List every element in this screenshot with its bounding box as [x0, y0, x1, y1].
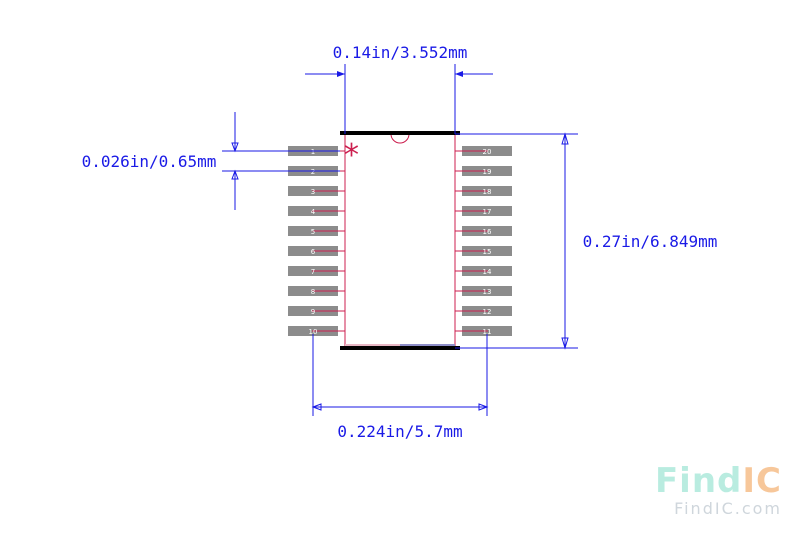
left-pin-number: 5	[311, 228, 315, 236]
logo-part-ic: IC	[742, 461, 782, 501]
left-pin-number: 8	[311, 288, 315, 296]
left-pin-number: 9	[311, 308, 315, 316]
dim-pitch	[222, 112, 340, 210]
pin1-marker: *	[344, 138, 359, 173]
right-pin-number: 17	[483, 208, 492, 216]
dim-body-width	[305, 64, 493, 134]
right-pin-number: 15	[483, 248, 492, 256]
left-pin-number: 6	[311, 248, 316, 256]
findic-url: FindIC.com	[674, 499, 782, 518]
pin1-notch	[390, 133, 410, 144]
body-bottom-tint-2	[400, 344, 455, 346]
dim-pitch-label: 0.026in/0.65mm	[82, 152, 217, 171]
dim-body-length	[455, 132, 578, 350]
body-top-edge	[340, 131, 460, 135]
right-pin-number: 16	[483, 228, 492, 236]
dim-body-length-label: 0.27in/6.849mm	[583, 232, 718, 251]
left-pin-number: 1	[311, 148, 315, 156]
left-pin-number: 10	[309, 328, 318, 336]
body-bottom-tint	[345, 344, 400, 346]
right-pin-number: 11	[483, 328, 492, 336]
logo-part-find: Find	[654, 461, 743, 501]
findic-watermark: FindIC FindIC.com	[655, 462, 782, 518]
right-pin-number: 20	[483, 148, 492, 156]
dim-body-width-label: 0.14in/3.552mm	[333, 43, 468, 62]
dim-overall-width-label: 0.224in/5.7mm	[337, 422, 462, 441]
right-pin-row: 20 19 18 17 16 15 14 13 12 11	[455, 146, 512, 336]
right-pin-number: 13	[483, 288, 492, 296]
left-pin-number: 2	[311, 168, 315, 176]
body-bottom-edge	[340, 346, 460, 350]
right-pin-number: 12	[483, 308, 492, 316]
right-pin-number: 18	[483, 188, 492, 196]
ic-body-outline	[344, 133, 456, 349]
left-pin-number: 7	[311, 268, 315, 276]
left-pin-number: 4	[311, 208, 316, 216]
right-pin-number: 19	[483, 168, 492, 176]
left-pin-row: 1 2 3 4 5 6 7 8 9 10	[288, 146, 345, 336]
right-pin-number: 14	[483, 268, 492, 276]
dim-overall-width	[311, 334, 489, 416]
left-pin-number: 3	[311, 188, 315, 196]
findic-logo: FindIC	[655, 462, 782, 500]
